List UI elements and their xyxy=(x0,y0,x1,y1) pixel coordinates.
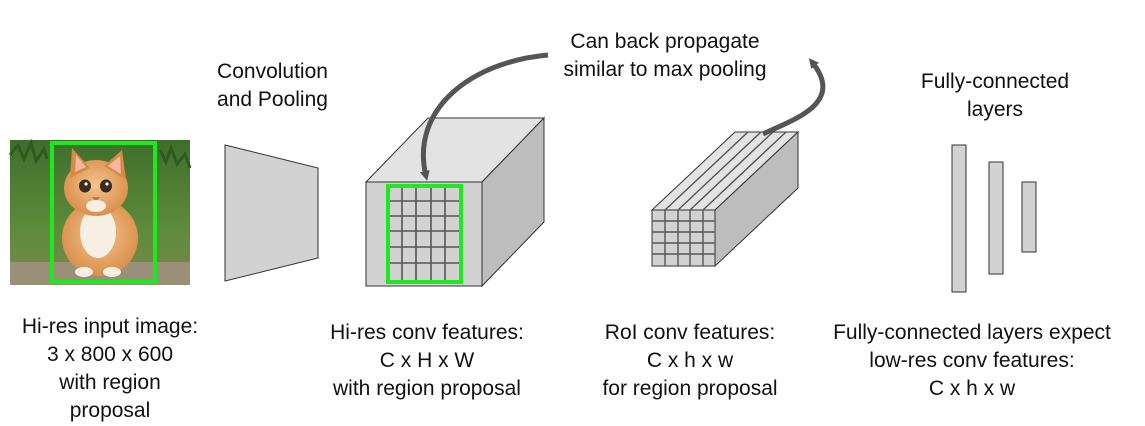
conv-caption-line: Hi-res conv features: xyxy=(330,321,524,344)
conv-pool-trapezoid xyxy=(224,144,319,282)
roi-caption-line: RoI conv features: xyxy=(604,321,776,344)
fc-layer-1 xyxy=(951,144,967,293)
conv-pool-label-line: Convolution xyxy=(217,60,328,83)
conv-caption-line: C x H x W xyxy=(379,349,475,372)
roi-feature-block xyxy=(650,130,800,268)
fc-caption-line: Fully-connected layers expect xyxy=(833,321,1111,344)
roi-caption-line: for region proposal xyxy=(602,377,778,400)
input-caption: Hi-res input image: 3 x 800 x 600 with r… xyxy=(5,313,215,425)
input-caption-line: Hi-res input image: xyxy=(21,315,199,338)
fc-title-label-line: Fully-connected xyxy=(920,70,1070,93)
roi-feature-grid xyxy=(652,131,787,266)
backprop-arrow-up xyxy=(761,58,826,137)
conv-caption-line: with region proposal xyxy=(333,377,521,400)
kitten-photo-icon xyxy=(8,138,192,285)
input-caption-line: proposal xyxy=(69,399,151,422)
conv-pool-label-line: and Pooling xyxy=(217,88,328,111)
fc-layer-2 xyxy=(988,161,1004,275)
fc-caption-line: low-res conv features: xyxy=(869,349,1075,372)
fc-layer-3 xyxy=(1021,181,1037,253)
hires-feature-block xyxy=(364,116,546,288)
fc-caption: Fully-connected layers expect low-res co… xyxy=(812,319,1132,403)
input-caption-line: with region xyxy=(59,371,161,394)
backprop-label-line: similar to max pooling xyxy=(563,58,767,81)
conv-caption: Hi-res conv features: C x H x W with reg… xyxy=(312,319,542,403)
roi-caption: RoI conv features: C x h x w for region … xyxy=(585,319,795,403)
backprop-arrow-down xyxy=(419,52,549,181)
fc-title-label-line: layers xyxy=(966,98,1024,121)
input-caption-line: 3 x 800 x 600 xyxy=(46,343,174,366)
backprop-label-line: Can back propagate xyxy=(570,30,760,53)
input-region-proposal-box xyxy=(50,141,157,284)
fc-caption-line: C x h x w xyxy=(928,377,1016,400)
fc-title-label: Fully-connected layers xyxy=(895,68,1095,124)
hires-region-proposal-box xyxy=(386,184,463,284)
roi-caption-line: C x h x w xyxy=(646,349,734,372)
conv-pool-label: Convolution and Pooling xyxy=(195,58,350,114)
backprop-label: Can back propagate similar to max poolin… xyxy=(540,28,790,84)
hires-feature-grid xyxy=(390,186,460,282)
